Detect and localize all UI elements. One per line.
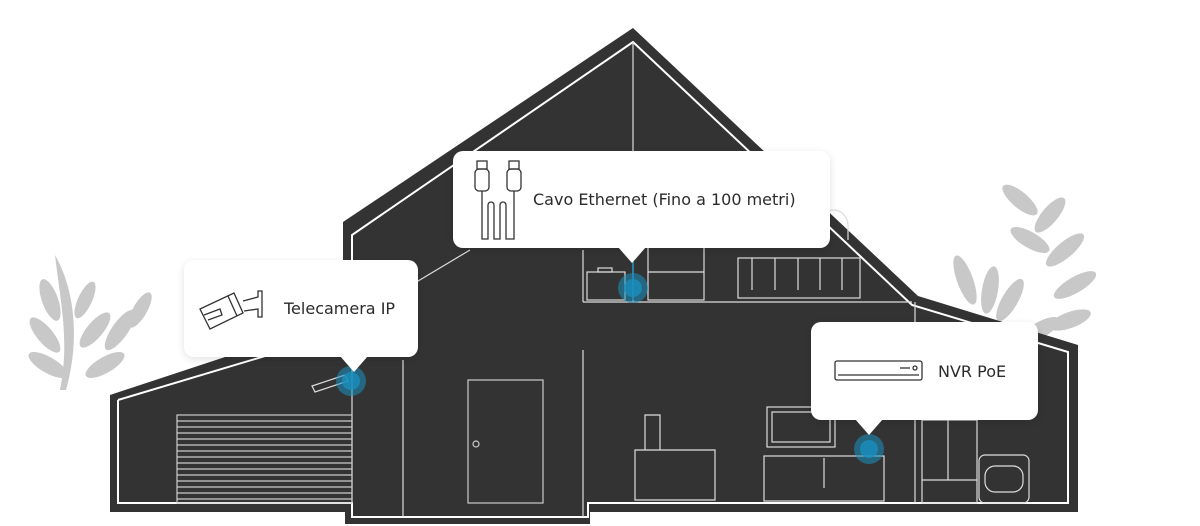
markers [336, 250, 884, 464]
ip-camera-icon [199, 289, 263, 330]
garage-door-icon [176, 414, 353, 504]
callout-label: NVR PoE [938, 361, 1007, 381]
ethernet-cable-icon [474, 159, 522, 240]
door-icon [467, 379, 544, 504]
callout-label: Cavo Ethernet (Fino a 100 metri) [533, 190, 796, 209]
callout-ethernet: Cavo Ethernet (Fino a 100 metri) [453, 151, 830, 263]
callout-label: Telecamera IP [284, 299, 396, 318]
callout-nvr: NVR PoE [811, 322, 1038, 435]
callout-camera: Telecamera IP [184, 260, 418, 372]
plant-right-icon [953, 184, 1097, 343]
furniture [586, 209, 1030, 504]
plant-left-icon [28, 255, 152, 390]
nvr-recorder-icon [834, 360, 923, 381]
